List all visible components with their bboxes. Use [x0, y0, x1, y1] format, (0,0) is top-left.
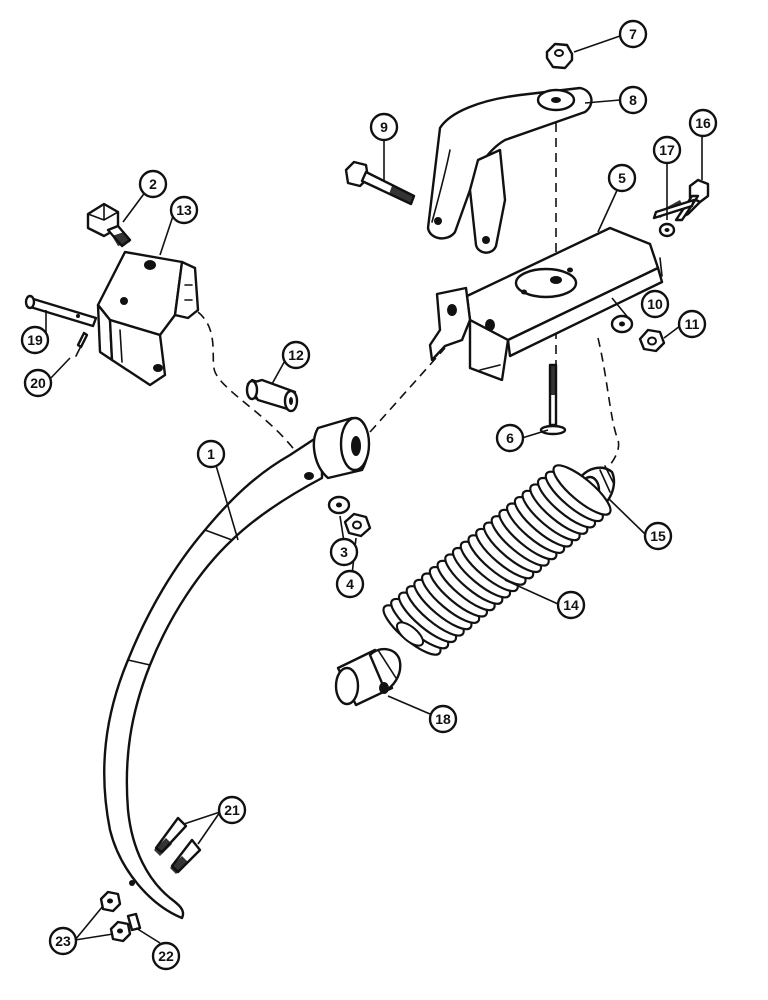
callout-6: 6	[495, 423, 525, 453]
callout-21: 21	[217, 795, 247, 825]
callout-7: 7	[618, 19, 648, 49]
callout-label: 21	[224, 802, 240, 818]
callout-23: 23	[48, 926, 78, 956]
callout-label: 6	[506, 430, 514, 446]
callout-14: 14	[556, 590, 586, 620]
callout-label: 8	[629, 92, 637, 108]
shank-part-1	[103, 416, 371, 920]
callout-10: 10	[640, 289, 670, 319]
carriage-bolt-part-6	[539, 363, 567, 436]
key-part-22	[126, 912, 142, 932]
washer-part-3	[327, 495, 351, 515]
callout-label: 16	[695, 115, 711, 131]
washer-part-17	[658, 222, 676, 238]
callout-label: 7	[629, 26, 637, 42]
leader-lines	[45, 35, 703, 944]
spring-part-14	[382, 464, 612, 656]
screws-part-21	[154, 816, 202, 874]
flange-nut-part-11	[638, 328, 666, 353]
callout-label: 12	[288, 347, 304, 363]
callout-22: 22	[151, 941, 181, 971]
callout-label: 2	[149, 176, 157, 192]
callout-2: 2	[138, 169, 168, 199]
callout-16: 16	[688, 108, 718, 138]
nuts-part-23	[99, 890, 132, 943]
spacer-tube-part-12	[245, 378, 299, 413]
callout-20: 20	[23, 368, 53, 398]
hex-nut-part-4	[343, 512, 372, 538]
callout-label: 3	[340, 544, 348, 560]
callout-label: 14	[563, 597, 579, 613]
callout-label: 17	[659, 142, 675, 158]
callout-label: 19	[27, 332, 43, 348]
callout-label: 9	[380, 119, 388, 135]
callout-9: 9	[369, 112, 399, 142]
pin-part-19	[24, 294, 98, 328]
callout-label: 18	[435, 711, 451, 727]
bolt-part-2	[86, 202, 132, 248]
callout-3: 3	[329, 537, 359, 567]
callout-13: 13	[169, 195, 199, 225]
callout-label: 5	[618, 170, 626, 186]
callout-8: 8	[618, 85, 648, 115]
bolt-part-9	[344, 160, 416, 206]
callout-18: 18	[428, 704, 458, 734]
callout-19: 19	[20, 325, 50, 355]
callout-17: 17	[652, 135, 682, 165]
spring-end-part-18	[334, 647, 402, 707]
cotter-pin-part-20	[75, 331, 89, 357]
callout-label: 1	[207, 446, 215, 462]
callout-1: 1	[196, 439, 226, 469]
upper-bracket-part-8	[426, 86, 593, 254]
mount-plate-part-5	[428, 226, 664, 382]
callout-label: 20	[30, 375, 46, 391]
callout-label: 22	[158, 948, 174, 964]
callout-5: 5	[607, 163, 637, 193]
callout-label: 11	[685, 316, 700, 332]
top-nut-part-7	[545, 42, 574, 70]
bolt-part-16	[652, 178, 710, 222]
callout-label: 13	[176, 202, 192, 218]
callout-12: 12	[281, 340, 311, 370]
mounting-bracket-part-13	[96, 250, 200, 387]
callout-4: 4	[335, 569, 365, 599]
callout-label: 23	[55, 933, 71, 949]
callout-label: 4	[346, 576, 354, 592]
callout-11: 11	[677, 309, 707, 339]
callout-15: 15	[643, 521, 673, 551]
callout-label: 10	[647, 296, 663, 312]
washer-part-10	[610, 314, 634, 334]
callout-label: 15	[650, 528, 666, 544]
